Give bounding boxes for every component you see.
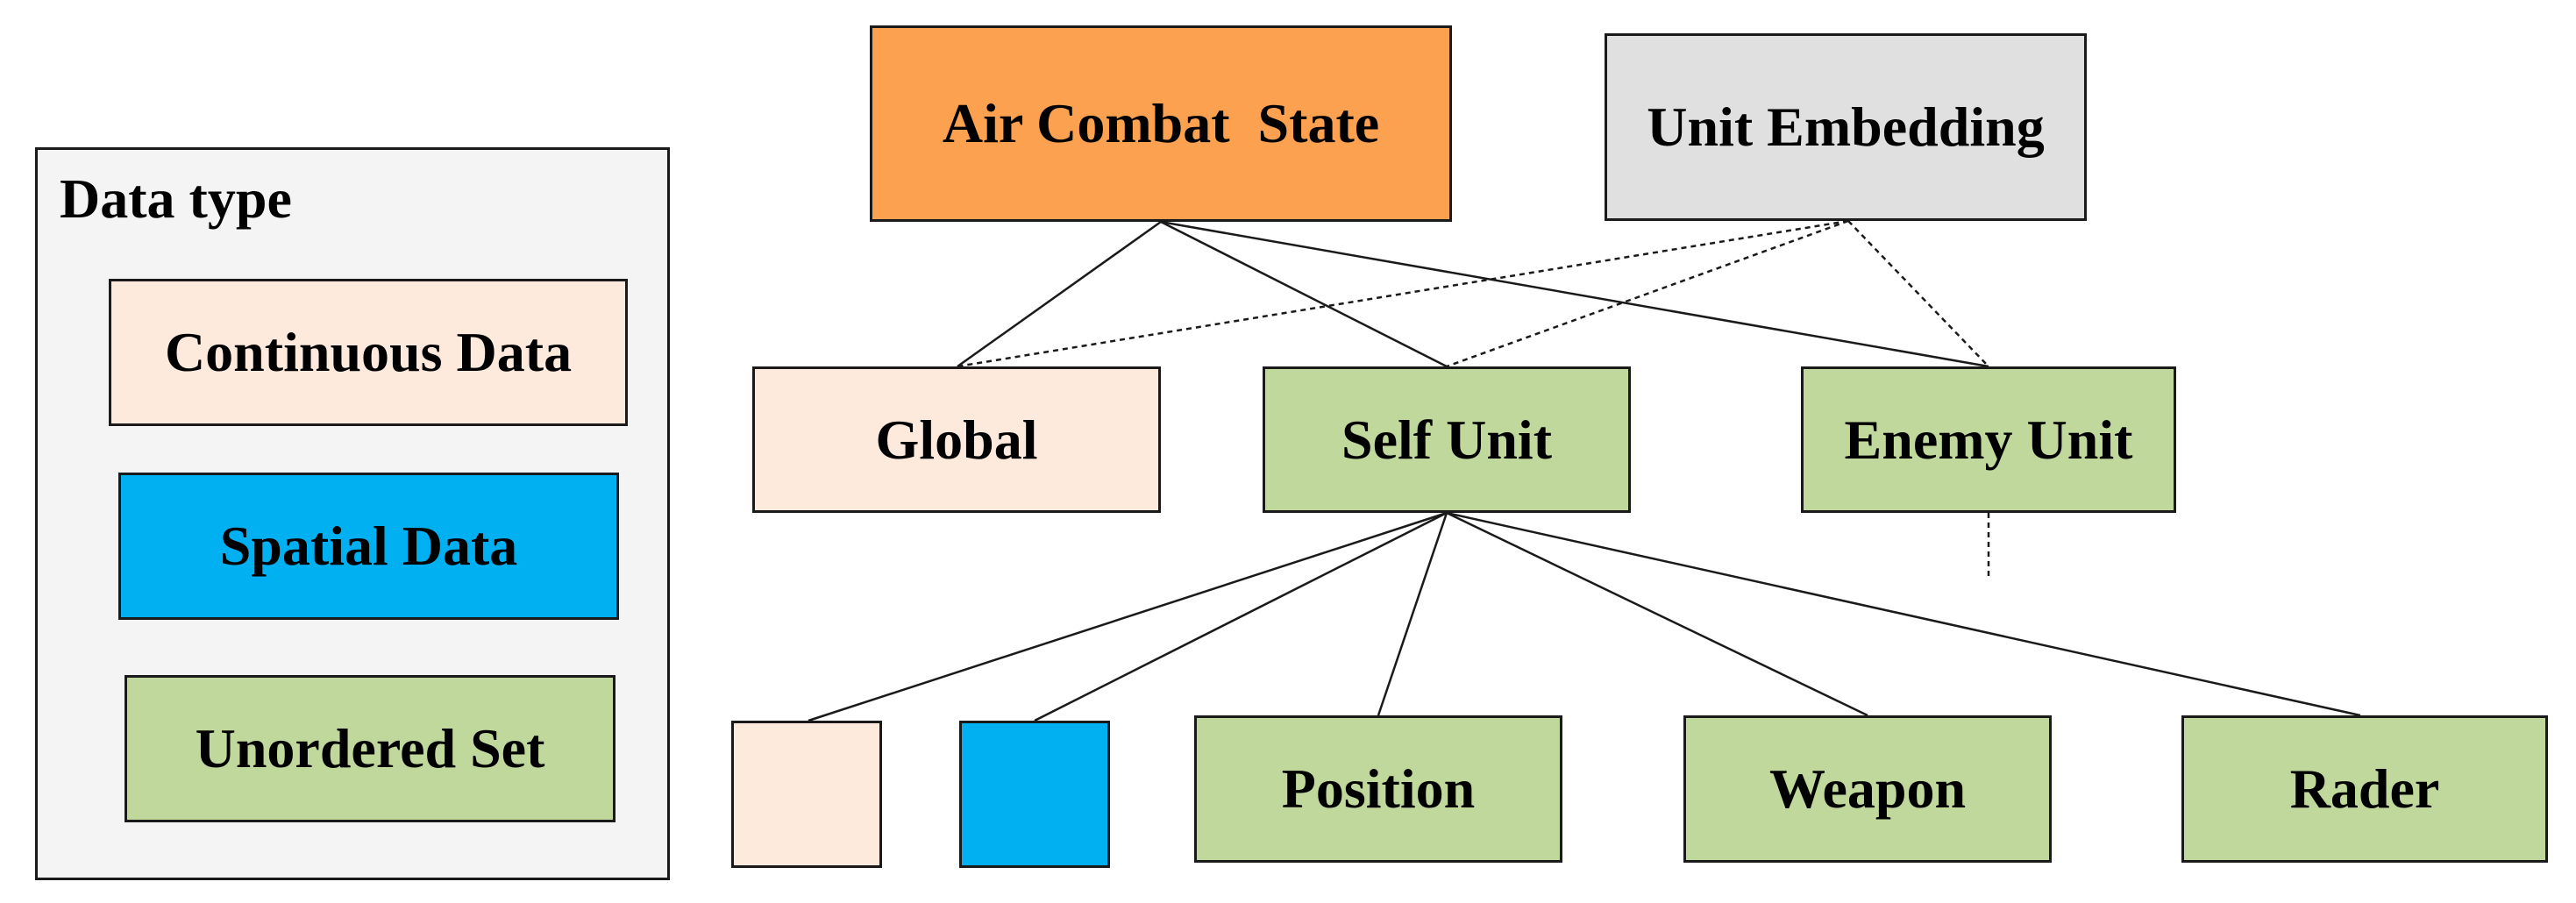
legend-item-label: Unordered Set [195,717,545,779]
node-self-unit: Self Unit [1263,366,1631,513]
legend-item-continuous-data: Continuous Data [109,279,628,426]
legend-item-label: Spatial Data [219,515,518,577]
node-label: Rader [2289,757,2440,820]
node-label: Enemy Unit [1844,408,2133,471]
node-continuous-leaf [731,721,882,868]
node-position: Position [1194,715,1562,863]
edge-self-rader [1446,511,2361,717]
edge-self-spatial-leaf [1034,511,1448,722]
edge-self-continuous-leaf [808,511,1448,722]
edge-state-global [957,220,1162,368]
legend-item-unordered-set: Unordered Set [125,675,616,822]
node-label: Position [1281,757,1476,820]
solid-edges [808,220,2361,722]
node-spatial-leaf [959,721,1110,868]
node-global: Global [752,366,1161,513]
node-weapon: Weapon [1683,715,2052,863]
node-rader: Rader [2181,715,2548,863]
node-unit-embedding: Unit Embedding [1605,33,2087,221]
node-label: Weapon [1768,757,1967,820]
node-label: Unit Embedding [1647,96,2045,158]
node-label: Air Combat State [942,92,1380,154]
node-air-combat-state: Air Combat State [870,25,1452,222]
edge-state-self-unit [1160,220,1448,368]
edge-self-weapon [1446,511,1868,717]
edge-self-position [1377,512,1448,716]
node-label: Self Unit [1341,408,1552,471]
edge-embedding-enemy-unit [1847,220,1989,367]
edge-embedding-self-unit [1446,219,1849,368]
legend-title: Data type [60,167,292,230]
node-enemy-unit: Enemy Unit [1801,366,2176,513]
edge-state-enemy-unit [1160,220,1989,368]
legend-item-label: Continuous Data [164,321,573,383]
node-label: Global [875,408,1038,471]
dashed-edges [957,219,1990,579]
legend-item-spatial-data: Spatial Data [118,473,619,620]
